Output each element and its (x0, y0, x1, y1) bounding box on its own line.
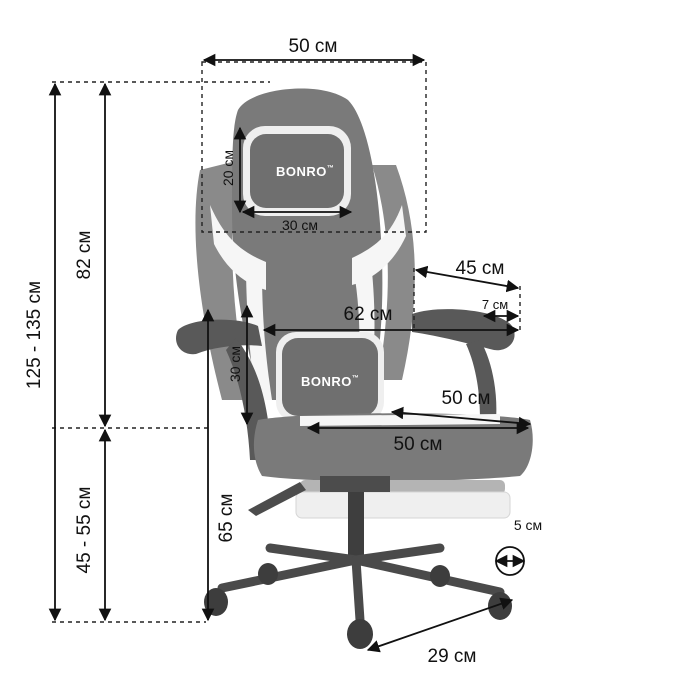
label-seat-width-arms: 62 см (344, 304, 393, 325)
label-backrest-height: 82 см (74, 231, 95, 280)
label-total-height: 125 - 135 см (24, 281, 45, 389)
lumbar-pillow-inner (282, 338, 378, 416)
gas-lift (348, 492, 364, 562)
label-armrest-width: 7 см (482, 297, 508, 312)
left-armrest-pad (176, 319, 262, 355)
label-top-width: 50 см (289, 36, 338, 57)
headrest-brand-logo: BONRO™ (276, 164, 334, 179)
footrest-pad (295, 491, 511, 519)
label-seat-depth: 50 см (442, 388, 491, 409)
label-armrest-length: 45 см (456, 258, 505, 279)
armrest-length-line (414, 265, 520, 293)
headrest-pillow-inner (250, 134, 344, 208)
star-base (217, 543, 505, 625)
seat-front-stripe (300, 414, 500, 426)
base-radius-line (366, 597, 514, 653)
right-armrest-support (466, 340, 497, 420)
label-lumbar-height: 30 см (227, 346, 243, 382)
dimension-labels: 50 см 20 см 30 см 82 см 125 - 135 см 45 … (24, 36, 542, 667)
dimension-lines (48, 53, 532, 653)
label-seat-height: 45 - 55 см (74, 487, 95, 574)
label-headrest-width: 30 см (282, 217, 318, 233)
label-armrest-height: 65 см (216, 494, 237, 543)
adjustment-lever (248, 482, 306, 516)
label-seat-width: 50 см (394, 434, 443, 455)
label-base-radius: 29 см (428, 646, 477, 667)
label-headrest-height: 20 см (220, 150, 236, 186)
lumbar-brand-logo: BONRO™ (301, 374, 359, 389)
seat-mechanism (320, 476, 390, 492)
label-wheel-diameter: 5 см (514, 517, 542, 533)
